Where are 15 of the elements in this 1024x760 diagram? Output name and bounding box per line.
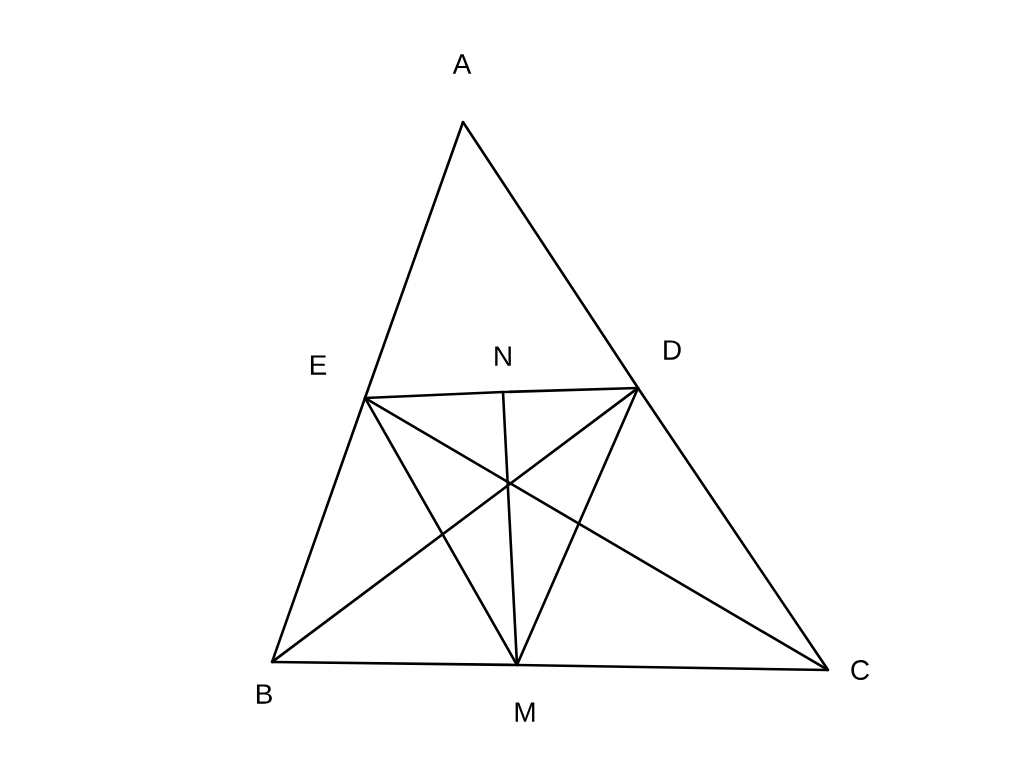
line-segment	[636, 386, 830, 672]
point-label: E	[310, 355, 327, 375]
line-segment	[363, 396, 830, 672]
point-label: M	[515, 702, 535, 722]
point-label: N	[495, 346, 511, 366]
point-label: B	[256, 684, 272, 704]
point-label: C	[851, 660, 870, 680]
line-segment	[270, 396, 367, 664]
line-segment	[501, 386, 640, 394]
line-segment	[515, 386, 640, 667]
line-segment	[461, 120, 640, 390]
line-segment	[363, 396, 519, 667]
point-label: A	[452, 54, 472, 74]
line-segment	[363, 120, 465, 400]
point-label: D	[664, 340, 681, 360]
